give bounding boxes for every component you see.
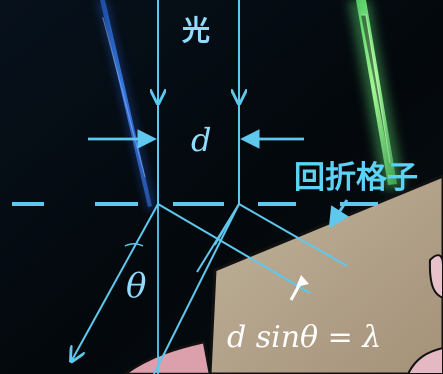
slit-width-label: d (191, 121, 211, 159)
light-label: 光 (181, 14, 210, 47)
green-laser-beam (348, 0, 405, 190)
diffracted-rays (72, 203, 348, 374)
incident-light-rays (158, 0, 239, 204)
angle-label: θ (126, 266, 146, 306)
grating-pointer (328, 199, 349, 229)
skin-panel (122, 174, 443, 374)
grating-label: 回折格子 (294, 160, 418, 196)
blue-laser-beam (96, 0, 157, 211)
formula-pointer (289, 275, 309, 301)
path-difference-formula: d sinθ = λ (227, 320, 381, 355)
